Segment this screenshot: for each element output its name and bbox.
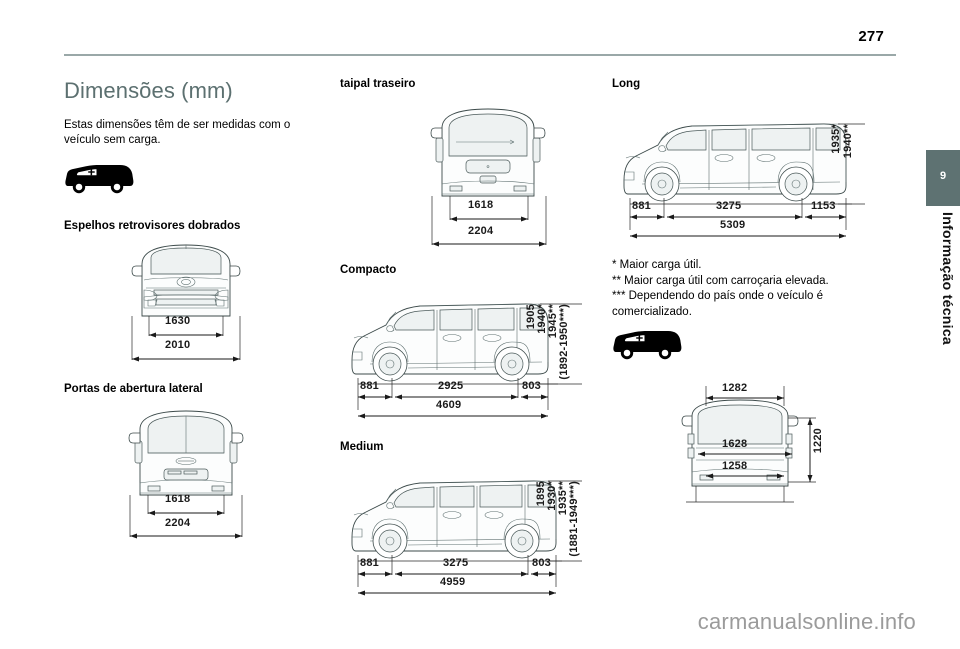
column-left: Dimensões (mm) Estas dimensões têm de se… xyxy=(64,78,309,542)
dim-tailgate-inner: 1618 xyxy=(468,199,494,211)
footnote-3: *** Dependendo do país onde o veículo é … xyxy=(612,290,823,318)
section-heading-compact: Compacto xyxy=(340,264,397,276)
dim-medium-height-4: (1881-1949***) xyxy=(568,481,580,557)
figure-compact: 881 2925 803 4609 1905 1940* 1945** (189… xyxy=(340,286,590,431)
section-heading-mirrors: Espelhos retrovisores dobrados xyxy=(64,220,241,232)
dim-mirrors-inner: 1630 xyxy=(165,315,191,327)
dim-long-total-length: 5309 xyxy=(720,219,746,231)
dim-long-rear-overhang: 1153 xyxy=(811,200,836,212)
dim-rear-opening-bottom: 1258 xyxy=(722,460,748,472)
dim-compact-wheelbase: 2925 xyxy=(438,380,464,392)
dim-compact-front-overhang: 881 xyxy=(360,380,379,392)
van-side-icon xyxy=(64,164,309,204)
dim-compact-total-length: 4609 xyxy=(436,399,462,411)
figure-rear-opening: 1282 1628 1258 1220 xyxy=(612,376,870,506)
dim-medium-wheelbase: 3275 xyxy=(443,557,469,569)
page-number: 277 xyxy=(858,28,884,45)
dim-medium-rear-overhang: 803 xyxy=(532,557,551,569)
dim-mirrors-outer: 2010 xyxy=(165,339,191,351)
figure-tailgate: 1618 2204 xyxy=(340,102,590,250)
header-divider xyxy=(64,54,896,56)
section-heading-medium: Medium xyxy=(340,441,384,453)
page-title: Dimensões (mm) xyxy=(64,78,233,103)
dim-compact-height-4: (1892-1950***) xyxy=(558,304,570,380)
dim-long-height-1: 1935* xyxy=(830,124,842,154)
dim-side-doors-outer: 2204 xyxy=(165,517,191,529)
intro-text: Estas dimensões têm de ser medidas com o… xyxy=(64,119,291,146)
watermark: carmanualsonline.info xyxy=(697,609,916,634)
van-side-icon xyxy=(612,330,870,370)
figure-folded-mirrors: 1630 2010 xyxy=(64,240,309,365)
figure-long: 881 3275 1153 5309 1935* 1940** xyxy=(612,102,870,252)
dim-long-height-2: 1940** xyxy=(842,124,854,159)
dim-rear-opening-top: 1282 xyxy=(722,382,748,394)
dim-side-doors-inner: 1618 xyxy=(165,493,191,505)
footnote-2: ** Maior carga útil com carroçaria eleva… xyxy=(612,274,829,287)
figure-side-doors: 1618 2204 xyxy=(64,407,309,542)
section-heading-long: Long xyxy=(612,78,641,90)
section-heading-tailgate: taipal traseiro xyxy=(340,78,416,90)
dim-long-wheelbase: 3275 xyxy=(716,200,742,212)
dim-rear-opening-height: 1220 xyxy=(812,428,824,454)
chapter-title: Informação técnica xyxy=(940,212,956,345)
chapter-number: 9 xyxy=(939,170,947,182)
dim-medium-front-overhang: 881 xyxy=(360,557,379,569)
chapter-sidebar: 9 Informação técnica xyxy=(926,150,960,555)
dim-medium-total-length: 4959 xyxy=(440,576,466,588)
dim-rear-opening-middle: 1628 xyxy=(722,438,748,450)
figure-medium: 881 3275 803 4959 1895 1930* 1935** (188… xyxy=(340,463,590,608)
chapter-number-badge: 9 xyxy=(926,150,960,206)
dim-tailgate-outer: 2204 xyxy=(468,225,494,237)
dim-compact-rear-overhang: 803 xyxy=(522,380,541,392)
column-middle: taipal traseiro xyxy=(340,78,590,608)
footnote-1: * Maior carga útil. xyxy=(612,259,702,271)
footnotes: * Maior carga útil. ** Maior carga útil … xyxy=(612,258,870,320)
column-right: Long xyxy=(612,78,870,506)
dim-long-front-overhang: 881 xyxy=(632,200,651,212)
section-heading-side-doors: Portas de abertura lateral xyxy=(64,383,203,395)
